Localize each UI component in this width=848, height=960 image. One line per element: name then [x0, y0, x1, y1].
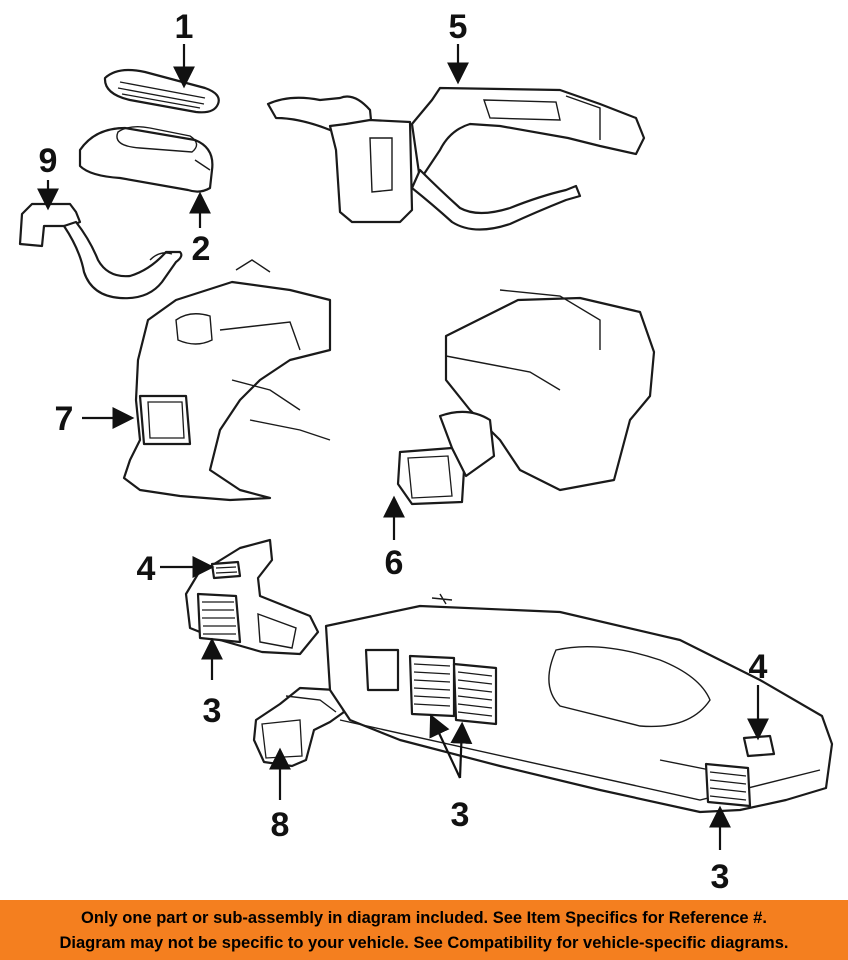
callout-4-left: 4: [137, 550, 156, 588]
callout-4-right: 4: [749, 648, 768, 686]
part-7-left-outlet-assembly: [122, 259, 332, 502]
callout-3-left: 3: [203, 692, 222, 730]
disclaimer-line-1: Only one part or sub-assembly in diagram…: [81, 909, 767, 927]
callout-2: 2: [192, 230, 211, 268]
leader-3-center-a: [429, 714, 461, 779]
callout-5: 5: [449, 8, 468, 46]
leader-lines: [37, 44, 769, 850]
callout-labels: 1 2 5 9 7 6 4 3 8 4 3 3: [39, 8, 768, 896]
part-8-outlet-duct: [252, 686, 346, 768]
callout-7: 7: [55, 400, 74, 438]
callout-6: 6: [385, 544, 404, 582]
part-6-right-outlet-assembly: [396, 289, 656, 506]
part-5-distribution-duct: [266, 86, 646, 231]
parts-diagram: 1 2 5 9 7 6 4 3 8 4 3 3: [18, 8, 834, 896]
disclaimer-line-2: Diagram may not be specific to your vehi…: [59, 934, 789, 952]
part-2-defroster-duct: [78, 125, 214, 193]
callout-9: 9: [39, 142, 58, 180]
part-1-defroster-grille: [103, 68, 220, 114]
part-9-side-duct: [18, 202, 183, 300]
disclaimer-banner: Only one part or sub-assembly in diagram…: [0, 900, 848, 960]
part-3-left-outlet-housing: [184, 538, 320, 656]
callout-3-right: 3: [711, 858, 730, 896]
callout-3-center: 3: [451, 796, 470, 834]
callout-1: 1: [175, 8, 194, 46]
leader-3-center-b: [450, 721, 473, 779]
part-4-left-vent-insert: [210, 560, 242, 580]
callout-8: 8: [271, 806, 290, 844]
instrument-panel-upper: [324, 593, 834, 814]
